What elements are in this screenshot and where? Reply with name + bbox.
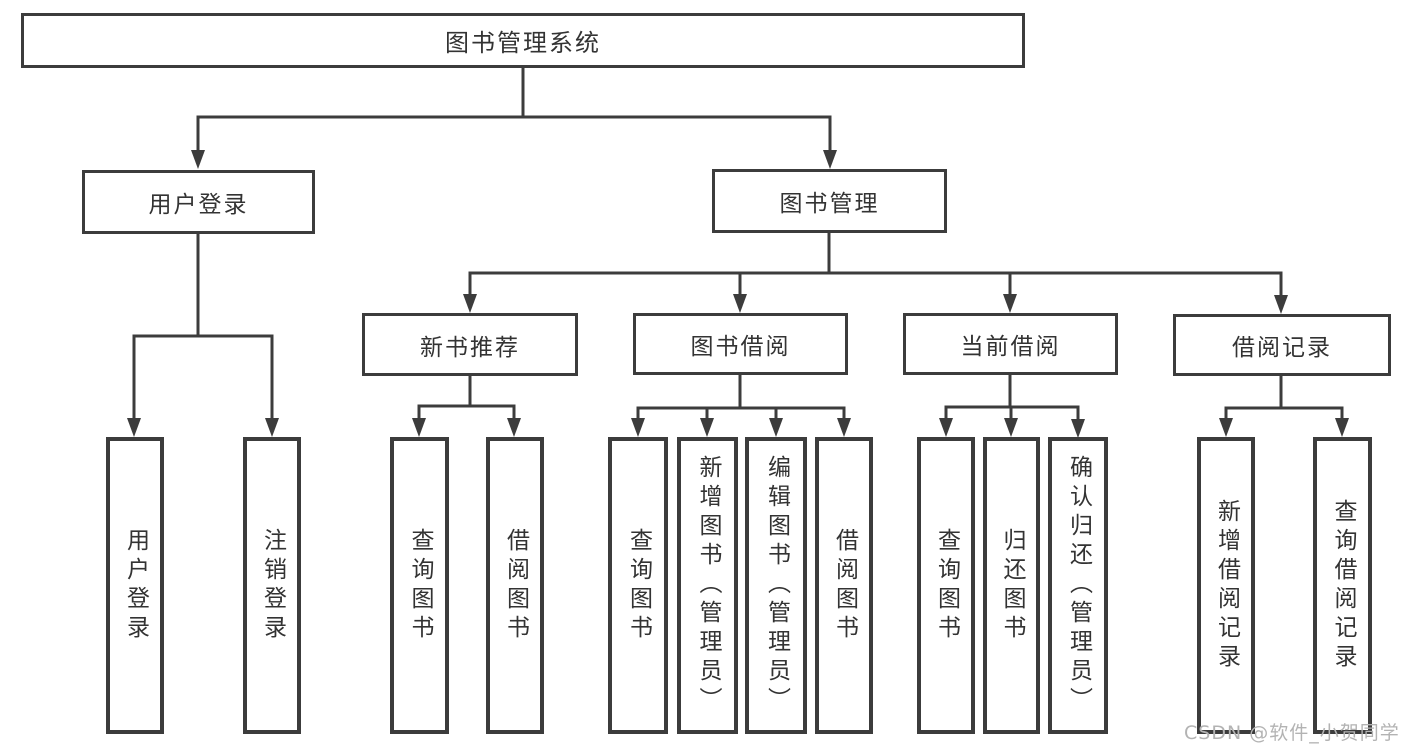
node-borrow-records: 借阅记录: [1173, 314, 1391, 376]
connector-book-mgmt-children: [463, 231, 1288, 314]
leaf-br-query-record: 查询借阅记录: [1313, 437, 1372, 734]
leaf-nbr-query-books: 查询图书: [390, 437, 449, 734]
leaf-cb-confirm-return-admin: 确认归还（管理员）: [1048, 437, 1108, 734]
node-new-book-rec: 新书推荐: [362, 313, 578, 376]
leaf-br-add-record: 新增借阅记录: [1197, 437, 1255, 734]
connector-root-to-level2: [191, 66, 837, 169]
connector-book-borrow-children: [631, 373, 851, 437]
leaf-logout: 注销登录: [243, 437, 301, 734]
leaf-bb-query-books: 查询图书: [608, 437, 668, 734]
leaf-cb-query-books: 查询图书: [917, 437, 975, 734]
connector-new-book-rec-children: [412, 374, 521, 437]
connector-user-login-children: [127, 232, 279, 437]
node-book-mgmt: 图书管理: [712, 169, 947, 233]
leaf-nbr-borrow-books: 借阅图书: [486, 437, 544, 734]
node-root: 图书管理系统: [21, 13, 1025, 68]
leaf-cb-return-books: 归还图书: [983, 437, 1040, 734]
node-book-borrow: 图书借阅: [633, 313, 848, 375]
leaf-bb-add-books-admin: 新增图书（管理员）: [677, 437, 738, 734]
connector-borrow-records-children: [1219, 374, 1349, 437]
connector-current-borrow-children: [939, 373, 1085, 438]
node-user-login: 用户登录: [82, 170, 315, 234]
node-current-borrow: 当前借阅: [903, 313, 1118, 375]
leaf-user-login: 用户登录: [106, 437, 164, 734]
leaf-bb-borrow-books: 借阅图书: [815, 437, 873, 734]
watermark: CSDN @软件_小贺同学: [1184, 722, 1400, 744]
leaf-bb-edit-books-admin: 编辑图书（管理员）: [745, 437, 807, 734]
